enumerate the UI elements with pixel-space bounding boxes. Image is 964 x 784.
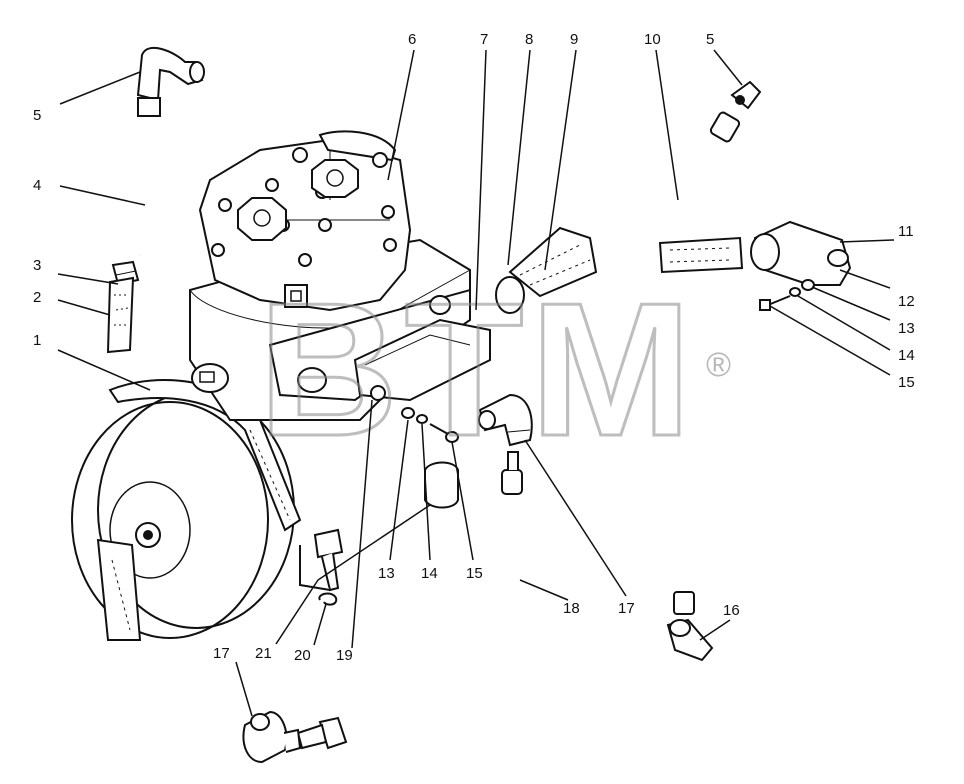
callout-13-right: 13 — [898, 320, 915, 337]
breather-tube-4 — [136, 114, 157, 257]
watermark-registered-mark: ® — [706, 346, 731, 384]
callout-2: 2 — [33, 289, 41, 306]
callout-numbers: 5 4 3 2 1 6 7 8 9 10 5 11 12 13 14 15 13… — [33, 31, 915, 664]
callout-5-right: 5 — [706, 31, 714, 48]
callout-20: 20 — [294, 647, 311, 664]
elbow-fitting-upper — [478, 393, 533, 447]
hose-9 — [508, 226, 598, 298]
callout-21: 21 — [255, 645, 272, 662]
bolt-washer-set-lower — [401, 407, 459, 443]
callout-5-left: 5 — [33, 107, 41, 124]
callout-7: 7 — [480, 31, 488, 48]
pulley — [71, 379, 302, 641]
elbow-fitting-lower — [242, 710, 302, 764]
elbow-5-right — [730, 80, 762, 110]
leader-lines — [57, 49, 895, 717]
callout-10: 10 — [644, 31, 661, 48]
callout-15-lower: 15 — [466, 565, 483, 582]
hose-2 — [106, 276, 135, 354]
callout-15-right: 15 — [898, 374, 915, 391]
elbow-16 — [666, 618, 714, 662]
callout-16: 16 — [723, 602, 740, 619]
spacer-sleeve — [424, 461, 459, 509]
elbow-5-left — [136, 46, 205, 117]
callout-9: 9 — [570, 31, 578, 48]
pipe-18 — [296, 451, 523, 750]
callout-1: 1 — [33, 332, 41, 349]
bolt-21 — [299, 528, 344, 592]
compressor-body — [189, 130, 471, 421]
pipe-10 — [612, 111, 741, 615]
callout-18: 18 — [563, 600, 580, 617]
callout-4: 4 — [33, 177, 41, 194]
bolt-washer-set-upper — [759, 279, 815, 311]
watermark: BTM ® — [257, 263, 732, 478]
callout-12: 12 — [898, 293, 915, 310]
callout-14-right: 14 — [898, 347, 915, 364]
callout-19: 19 — [336, 647, 353, 664]
callout-17-upper: 17 — [618, 600, 635, 617]
hose-clamp-8 — [495, 276, 525, 314]
callout-13-lower: 13 — [378, 565, 395, 582]
outlet-fitting-11 — [750, 220, 852, 286]
watermark-text: BTM — [258, 264, 698, 476]
spring-washer-20 — [318, 592, 338, 606]
callout-3: 3 — [33, 257, 41, 274]
callout-11: 11 — [898, 223, 914, 240]
hose-right — [658, 236, 744, 274]
callout-14-lower: 14 — [421, 565, 438, 582]
callout-8: 8 — [525, 31, 533, 48]
pipe-bracket — [353, 318, 491, 402]
callout-17-lower: 17 — [213, 645, 230, 662]
callout-6: 6 — [408, 31, 416, 48]
